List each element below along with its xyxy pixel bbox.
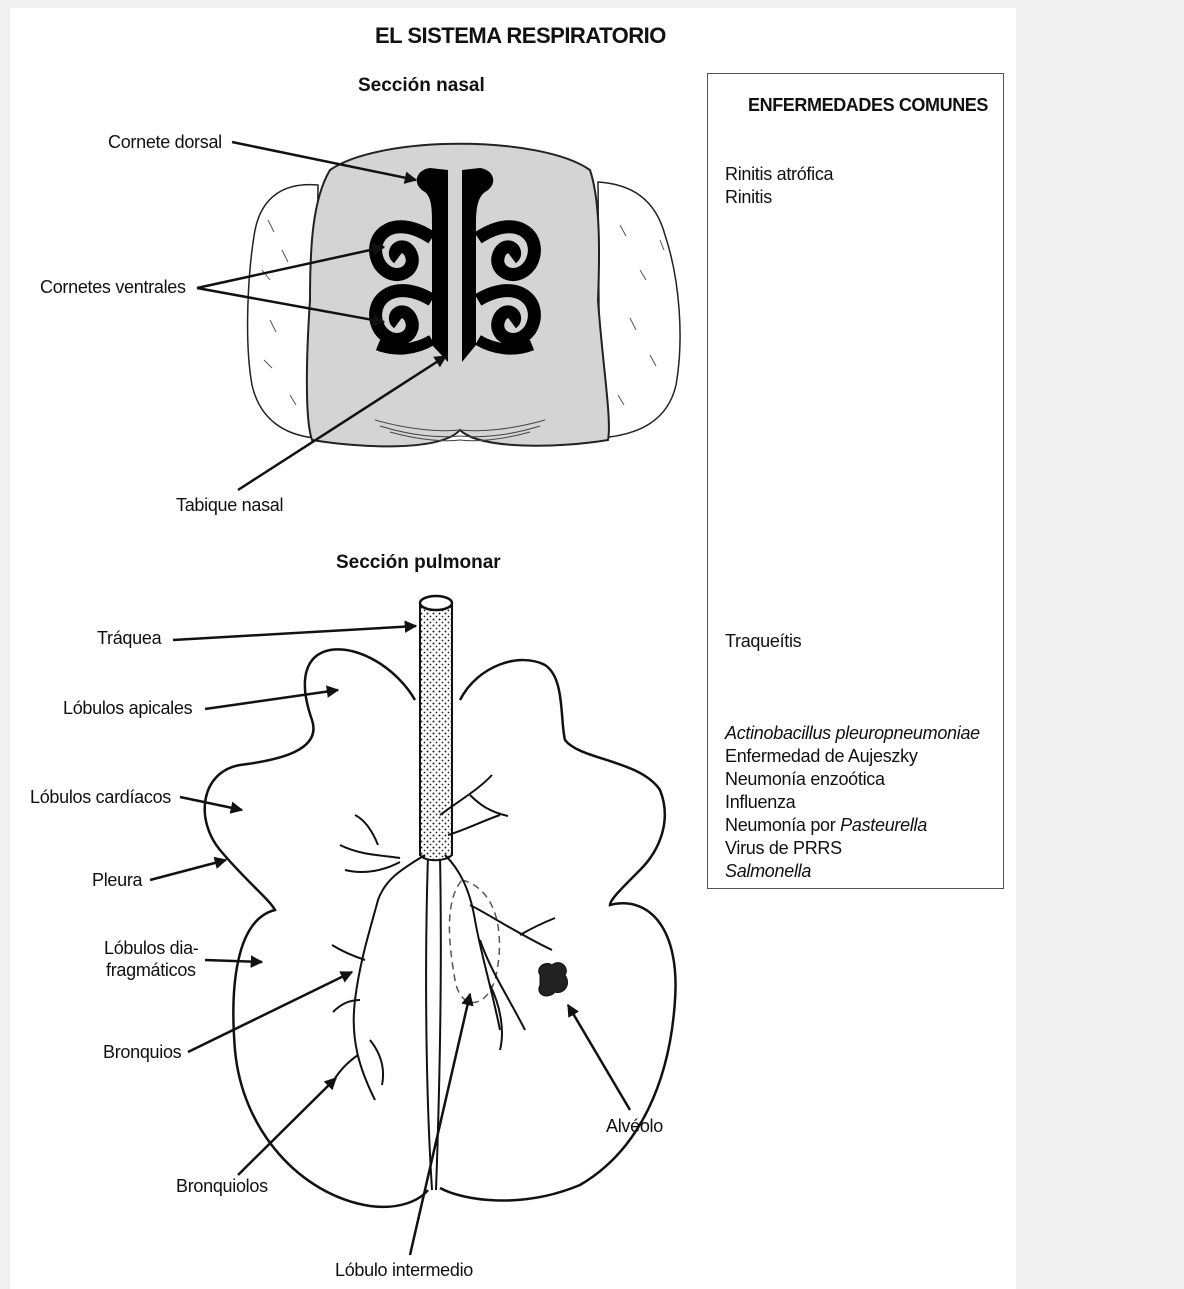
label-bronquios: Bronquios [103, 1042, 181, 1062]
label-lobulos-diafragmaticos-1: Lóbulos dia- [104, 938, 198, 958]
diseases-heading: ENFERMEDADES COMUNES [748, 95, 988, 116]
lung-cross-section [150, 596, 676, 1255]
disease-prrs: Virus de PRRS [725, 837, 842, 860]
label-lobulos-apicales: Lóbulos apicales [63, 698, 192, 718]
nasal-cross-section [197, 142, 680, 490]
nasal-snout [307, 144, 609, 447]
left-lung [205, 649, 428, 1207]
label-cornete-dorsal: Cornete dorsal [108, 132, 222, 152]
label-tabique-nasal: Tabique nasal [176, 495, 283, 515]
disease-salmonella: Salmonella [725, 860, 811, 883]
trachea [420, 603, 452, 860]
nasal-right-cheek [598, 182, 680, 438]
label-lobulos-cardiacos: Lóbulos cardíacos [30, 787, 171, 807]
disease-pasteurella-italic: Pasteurella [840, 815, 927, 835]
alveolus [539, 963, 568, 996]
page-title: EL SISTEMA RESPIRATORIO [375, 23, 666, 49]
disease-aujeszky: Enfermedad de Aujeszky [725, 745, 918, 768]
nasal-section-heading: Sección nasal [358, 75, 485, 97]
label-lobulo-intermedio: Lóbulo intermedio [335, 1260, 473, 1280]
disease-influenza: Influenza [725, 791, 795, 814]
label-bronquiolos: Bronquiolos [176, 1176, 268, 1196]
disease-pasteurella: Neumonía por Pasteurella [725, 814, 927, 837]
label-alveolo: Alvéolo [606, 1116, 663, 1136]
disease-traqueitis: Traqueítis [725, 630, 801, 653]
label-pleura: Pleura [92, 870, 142, 890]
disease-actinobacillus: Actinobacillus pleuropneumoniae [725, 722, 980, 745]
label-cornetes-ventrales: Cornetes ventrales [40, 277, 186, 297]
label-lobulos-diafragmaticos-2: fragmáticos [106, 960, 196, 980]
disease-rinitis: Rinitis [725, 186, 772, 209]
disease-neumonia-enzootica: Neumonía enzoótica [725, 768, 885, 791]
lung-section-heading: Sección pulmonar [336, 552, 501, 574]
disease-rinitis-atrofica: Rinitis atrófica [725, 163, 833, 186]
disease-pasteurella-prefix: Neumonía por [725, 815, 840, 835]
label-traquea: Tráquea [97, 628, 161, 648]
